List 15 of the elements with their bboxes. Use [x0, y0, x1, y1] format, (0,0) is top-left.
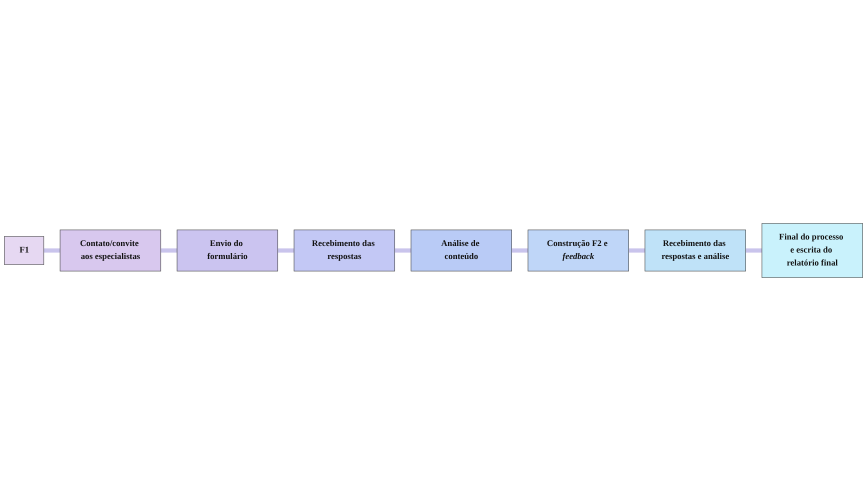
- node-box: Construção F2 e feedback: [528, 230, 629, 272]
- node-box: Envio do formulário: [176, 230, 278, 272]
- connector: [43, 248, 61, 253]
- node-box: F1: [4, 236, 44, 265]
- node-box: Recebimento das respostas: [294, 230, 396, 272]
- connector: [510, 248, 529, 253]
- connector: [394, 248, 412, 253]
- node-box: Recebimento das respostas e análise: [644, 230, 746, 272]
- node-box: Contato/convite aos especialistas: [60, 230, 162, 272]
- connector: [276, 248, 295, 253]
- connector: [160, 248, 178, 253]
- connector: [628, 248, 646, 253]
- connector: [744, 248, 763, 253]
- node-box: Análise de conteúdo: [410, 230, 512, 272]
- node-box: Final do processo e escrita do relatório final: [762, 223, 863, 278]
